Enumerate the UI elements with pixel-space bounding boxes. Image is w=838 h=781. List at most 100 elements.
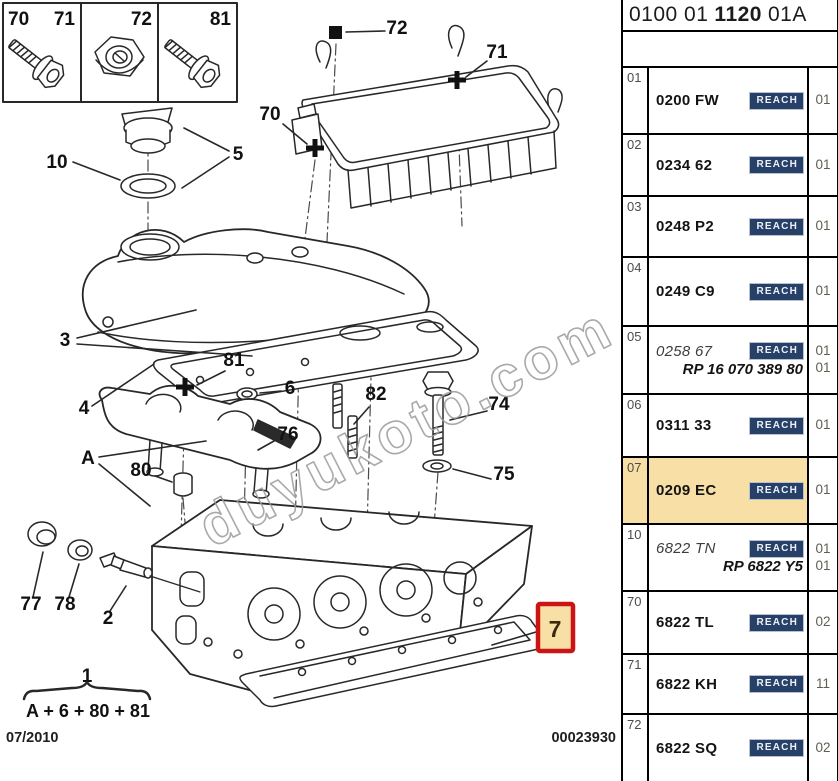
callout-71[interactable]: 71	[486, 42, 508, 63]
assembly-formula: A + 6 + 80 + 81	[22, 680, 152, 721]
part-ref: 0234 62	[656, 156, 713, 174]
table-row[interactable]: 04 0249 C9 REACH 01	[623, 258, 837, 327]
bush-drawing	[173, 472, 193, 497]
exploded-diagram: 70 71 72 81	[2, 2, 625, 746]
row-number: 07	[623, 458, 649, 523]
callout-A[interactable]: A	[81, 448, 95, 469]
flanged-bolt-icon	[8, 39, 65, 89]
callout-78[interactable]: 78	[54, 594, 75, 615]
part-ref: 0311 33	[656, 417, 712, 434]
part-ref: 6822 SQ	[656, 739, 718, 757]
leader-lines	[32, 30, 537, 646]
callout-81[interactable]: 81	[223, 350, 245, 371]
callout-70[interactable]: 70	[259, 104, 280, 125]
square-marker-72	[329, 26, 342, 39]
brace	[22, 680, 152, 701]
part-qty: 01	[807, 135, 837, 195]
cover-gasket-drawing	[152, 310, 479, 406]
head-bolt-drawing	[422, 371, 454, 456]
callout-6[interactable]: 6	[285, 378, 296, 399]
reach-badge[interactable]: REACH	[750, 540, 803, 557]
callout-77[interactable]: 77	[20, 594, 41, 615]
row-number: 06	[623, 395, 649, 456]
part-qty: 01	[807, 458, 837, 523]
part-ref: 0200 FW	[656, 92, 719, 109]
cross-marker-71	[448, 71, 466, 89]
callout-2[interactable]: 2	[103, 608, 114, 629]
row-number: 72	[623, 715, 649, 781]
reach-badge[interactable]: REACH	[750, 343, 803, 359]
selected-callout-7[interactable]: 7	[535, 601, 576, 654]
flange-nut-icon	[94, 36, 145, 77]
reach-badge[interactable]: REACH	[750, 218, 803, 235]
callout-10[interactable]: 10	[46, 152, 67, 173]
code-suffix: 01A	[767, 3, 807, 26]
reach-badge[interactable]: REACH	[750, 92, 803, 109]
reach-badge[interactable]: REACH	[750, 676, 803, 692]
reach-badge[interactable]: REACH	[750, 482, 803, 499]
page-code-header: 0100 01 1120 01A	[623, 0, 837, 32]
reach-badge[interactable]: REACH	[750, 157, 803, 173]
table-row[interactable]: 70 6822 TL REACH 02	[623, 592, 837, 655]
table-row[interactable]: 02 0234 62 REACH 01	[623, 135, 837, 197]
legend-label-81: 81	[210, 9, 232, 30]
table-row[interactable]: 01 0200 FW REACH 01	[623, 68, 837, 135]
stud-drawing	[332, 383, 358, 459]
cross-marker-81	[176, 378, 194, 396]
row-number: 04	[623, 258, 649, 325]
reach-badge[interactable]: REACH	[750, 417, 803, 434]
formula-text: A + 6 + 80 + 81	[26, 701, 150, 721]
callout-3[interactable]: 3	[60, 330, 71, 351]
callout-5[interactable]: 5	[233, 144, 244, 165]
table-row[interactable]: 72 6822 SQ REACH 02	[623, 715, 837, 781]
head-gasket-drawing	[239, 614, 546, 708]
row-number: 71	[623, 655, 649, 713]
part-qty: 01	[807, 258, 837, 325]
callout-82[interactable]: 82	[365, 384, 386, 405]
row-number: 03	[623, 197, 649, 256]
legend-label-70: 70	[8, 9, 29, 30]
part-qty: 02	[807, 715, 837, 781]
callout-75[interactable]: 75	[493, 464, 515, 485]
callout-72[interactable]: 72	[386, 18, 407, 39]
row-number: 02	[623, 135, 649, 195]
part-qty: 01	[807, 68, 837, 133]
callout-markers	[176, 26, 466, 396]
table-row[interactable]: 06 0311 33 REACH 01	[623, 395, 837, 458]
oil-cap-drawing	[121, 107, 173, 154]
part-qty: 11	[807, 655, 837, 713]
callout-7[interactable]: 7	[549, 616, 562, 642]
replacement-ref: RP 6822 Y5	[722, 558, 803, 575]
part-ref: 6822 TL	[656, 614, 714, 631]
part-qty: 02	[807, 592, 837, 653]
cap-seal-drawing	[120, 173, 176, 199]
callout-76[interactable]: 76	[277, 424, 298, 445]
footer-date: 07/2010	[6, 730, 58, 746]
legend-label-71: 71	[54, 9, 76, 30]
table-row[interactable]: 71 6822 KH REACH 11	[623, 655, 837, 715]
table-row[interactable]: 03 0248 P2 REACH 01	[623, 197, 837, 258]
reach-badge[interactable]: REACH	[750, 740, 803, 756]
part-ref: 0258 67	[656, 342, 713, 360]
legend-label-72: 72	[131, 9, 152, 30]
callout-74[interactable]: 74	[488, 394, 510, 415]
callout-80[interactable]: 80	[130, 460, 151, 481]
part-ref: 0209 EC	[656, 482, 717, 499]
callout-1: 1	[82, 666, 93, 687]
callout-4[interactable]: 4	[79, 398, 90, 419]
panel-spacer	[623, 32, 837, 68]
replacement-ref: RP 16 070 389 80	[682, 360, 803, 378]
cross-marker-70	[306, 139, 324, 157]
reach-badge[interactable]: REACH	[750, 614, 803, 631]
air-box-drawing	[291, 24, 563, 209]
table-row-selected[interactable]: 07 0209 EC REACH 01	[623, 458, 837, 525]
flanged-bolt-icon	[164, 39, 221, 89]
row-number: 70	[623, 592, 649, 653]
reach-badge[interactable]: REACH	[750, 283, 803, 300]
part-ref: 6822 KH	[656, 675, 718, 693]
part-ref: 0248 P2	[656, 218, 714, 235]
code-prefix: 0100 01	[629, 3, 709, 26]
